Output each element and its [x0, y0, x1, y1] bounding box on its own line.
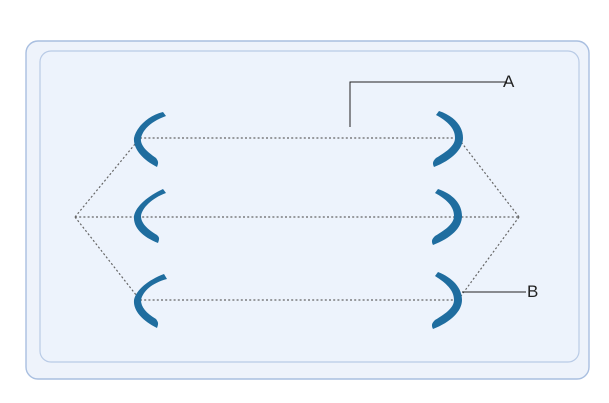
chromosome-right-bottom: [431, 272, 462, 329]
right-chromosomes: [431, 111, 463, 329]
chromosome-left-bottom: [133, 274, 167, 328]
inner-cell-boundary: [39, 50, 580, 363]
spindle-fiber-upper-left: [74, 137, 141, 218]
spindle-fiber-lower-left: [74, 216, 141, 301]
left-chromosomes: [133, 112, 167, 328]
chromosome-left-middle: [133, 189, 166, 243]
chromosome-right-middle: [431, 189, 462, 245]
chromosome-left-top: [133, 112, 166, 167]
label-b: B: [527, 282, 538, 301]
spindle-fiber-lower-right: [457, 216, 520, 301]
spindle-fibers: [74, 137, 520, 301]
label-a: A: [503, 72, 515, 91]
leader-line-a: [349, 81, 507, 127]
chromosome-right-top: [432, 111, 463, 167]
